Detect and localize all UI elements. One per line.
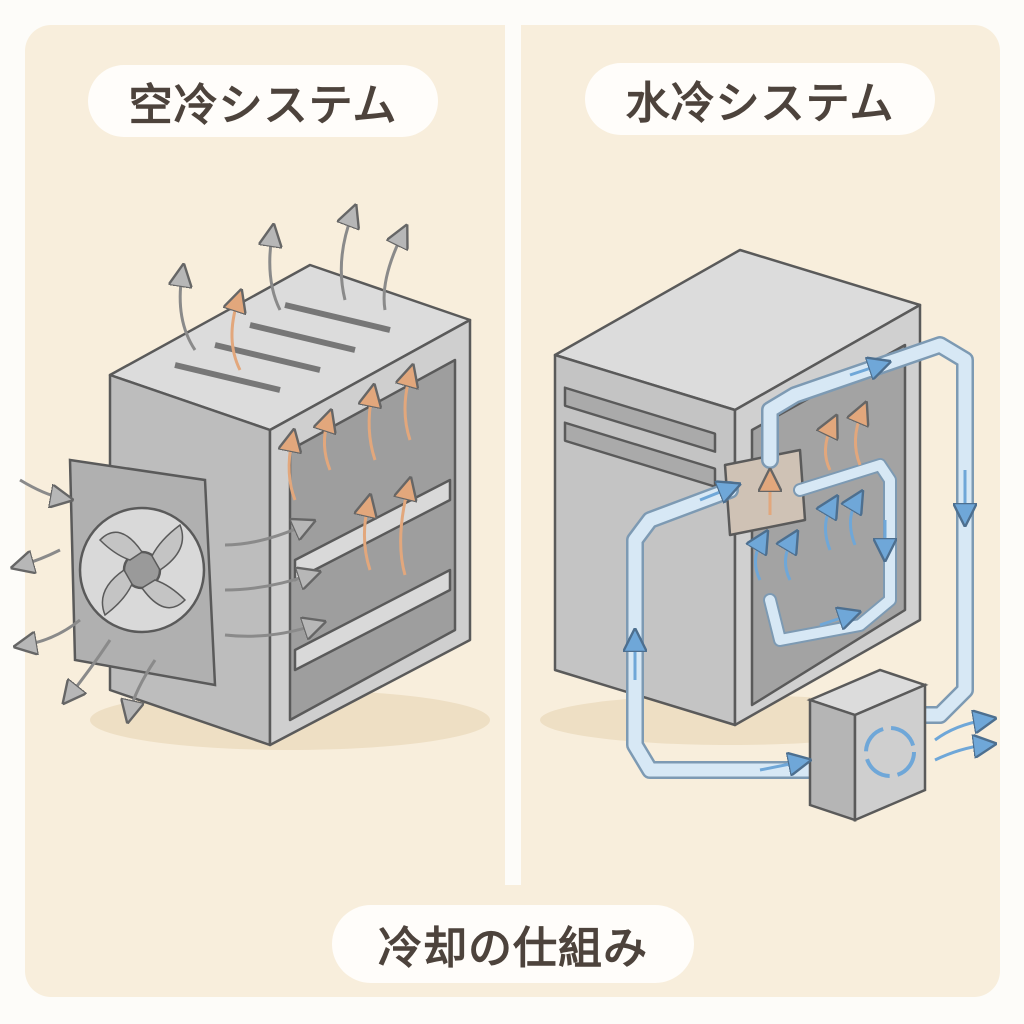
air-flow-arrows [20, 215, 402, 712]
heat-arrows [232, 300, 410, 576]
fan [68, 458, 217, 687]
main-title: 冷却の仕組み [332, 905, 694, 983]
radiator-pump [806, 668, 929, 822]
water-flow-arrows [635, 365, 985, 770]
water-cooling-title: 水冷システム [585, 63, 935, 135]
water-heat-arrows [770, 412, 862, 515]
panel-divider [505, 0, 521, 885]
air-cooling-title: 空冷システム [88, 65, 438, 137]
